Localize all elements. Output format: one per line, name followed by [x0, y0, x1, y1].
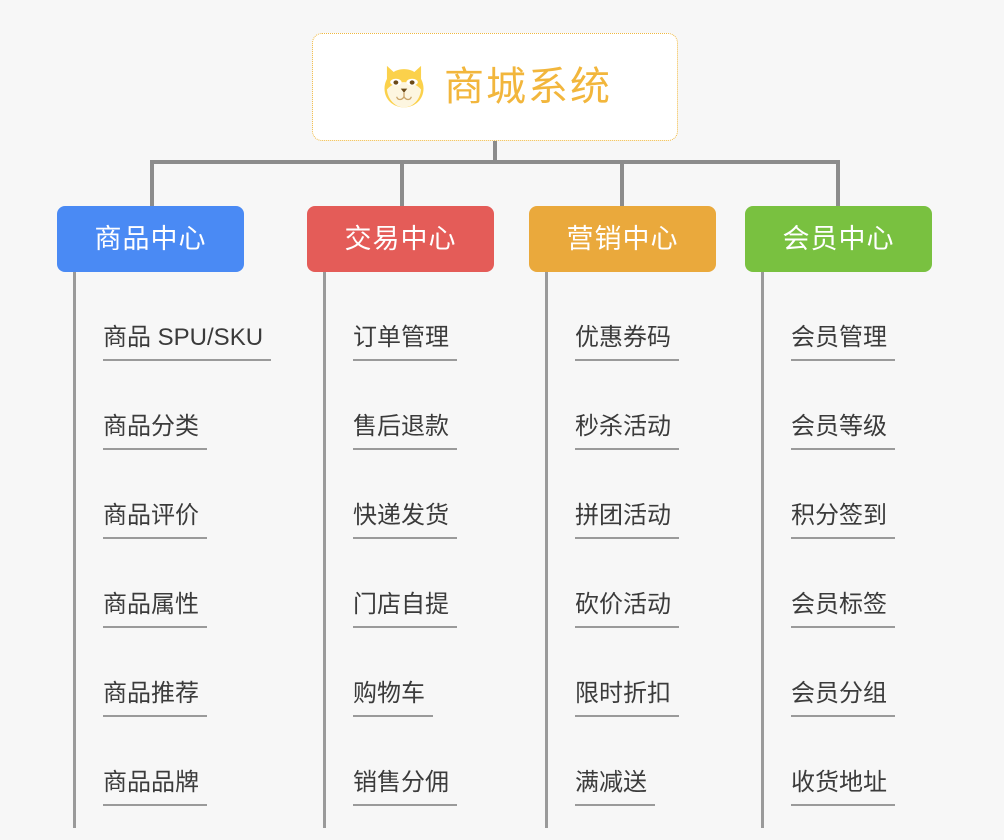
root-node[interactable]: 商城系统	[312, 33, 678, 141]
leaf-item[interactable]: 优惠券码	[529, 272, 751, 361]
leaf-label: 商品推荐	[103, 679, 207, 717]
leaf-item[interactable]: 会员管理	[745, 272, 967, 361]
branch-header-label: 交易中心	[344, 223, 457, 254]
connector-horizontal-bus	[150, 160, 840, 164]
leaf-label: 积分签到	[791, 501, 895, 539]
leaf-item[interactable]: 砍价活动	[529, 539, 751, 628]
leaf-item[interactable]: 订单管理	[307, 272, 529, 361]
branch-column-member-center: 会员中心 会员管理 会员等级 积分签到 会员标签 会员分组 收货地址	[745, 206, 967, 828]
branch-header-product-center[interactable]: 商品中心	[57, 206, 244, 272]
connector-drop-4	[836, 160, 840, 208]
leaf-label: 会员等级	[791, 412, 895, 450]
leaf-list: 商品 SPU/SKU 商品分类 商品评价 商品属性 商品推荐 商品品牌	[57, 272, 307, 806]
branch-trunk	[323, 272, 326, 828]
connector-drop-2	[400, 160, 404, 208]
leaf-item[interactable]: 商品属性	[57, 539, 307, 628]
shiba-dog-face-icon	[384, 65, 424, 108]
leaf-label: 商品 SPU/SKU	[103, 323, 272, 361]
leaf-item[interactable]: 商品 SPU/SKU	[57, 272, 307, 361]
leaf-item[interactable]: 购物车	[307, 628, 529, 717]
leaf-item[interactable]: 商品推荐	[57, 628, 307, 717]
leaf-label: 会员分组	[791, 679, 895, 717]
branch-trunk	[73, 272, 76, 828]
leaf-label: 商品属性	[103, 590, 207, 628]
leaf-label: 砍价活动	[575, 590, 679, 628]
leaf-label: 商品评价	[103, 501, 207, 539]
leaf-label: 秒杀活动	[575, 412, 679, 450]
leaf-label: 收货地址	[791, 768, 895, 806]
branch-header-trade-center[interactable]: 交易中心	[307, 206, 494, 272]
leaf-label: 商品品牌	[103, 768, 207, 806]
leaf-label: 商品分类	[103, 412, 207, 450]
branch-header-label: 会员中心	[782, 223, 895, 254]
leaf-item[interactable]: 满减送	[529, 717, 751, 806]
leaf-list: 会员管理 会员等级 积分签到 会员标签 会员分组 收货地址	[745, 272, 967, 806]
leaf-label: 订单管理	[353, 323, 457, 361]
leaf-item[interactable]: 会员等级	[745, 361, 967, 450]
branch-header-label: 商品中心	[94, 223, 207, 254]
leaf-label: 限时折扣	[575, 679, 679, 717]
branch-trunk	[761, 272, 764, 828]
leaf-item[interactable]: 快递发货	[307, 450, 529, 539]
leaf-list: 订单管理 售后退款 快递发货 门店自提 购物车 销售分佣	[307, 272, 529, 806]
leaf-label: 优惠券码	[575, 323, 679, 361]
root-title: 商城系统	[444, 65, 612, 109]
branch-header-member-center[interactable]: 会员中心	[745, 206, 932, 272]
leaf-item[interactable]: 拼团活动	[529, 450, 751, 539]
branch-column-product-center: 商品中心 商品 SPU/SKU 商品分类 商品评价 商品属性 商品推荐 商品品牌	[57, 206, 307, 828]
leaf-item[interactable]: 售后退款	[307, 361, 529, 450]
leaf-list: 优惠券码 秒杀活动 拼团活动 砍价活动 限时折扣 满减送	[529, 272, 751, 806]
leaf-label: 会员标签	[791, 590, 895, 628]
leaf-label: 拼团活动	[575, 501, 679, 539]
leaf-item[interactable]: 会员标签	[745, 539, 967, 628]
connector-drop-3	[620, 160, 624, 208]
leaf-label: 售后退款	[353, 412, 457, 450]
leaf-item[interactable]: 商品分类	[57, 361, 307, 450]
connector-drop-1	[150, 160, 154, 208]
branch-header-label: 营销中心	[566, 223, 679, 254]
leaf-label: 购物车	[353, 679, 433, 717]
branch-header-marketing-center[interactable]: 营销中心	[529, 206, 716, 272]
branch-column-trade-center: 交易中心 订单管理 售后退款 快递发货 门店自提 购物车 销售分佣	[307, 206, 529, 828]
leaf-item[interactable]: 积分签到	[745, 450, 967, 539]
leaf-item[interactable]: 商品评价	[57, 450, 307, 539]
leaf-item[interactable]: 商品品牌	[57, 717, 307, 806]
leaf-label: 门店自提	[353, 590, 457, 628]
leaf-item[interactable]: 秒杀活动	[529, 361, 751, 450]
leaf-item[interactable]: 销售分佣	[307, 717, 529, 806]
leaf-label: 会员管理	[791, 323, 895, 361]
branch-column-marketing-center: 营销中心 优惠券码 秒杀活动 拼团活动 砍价活动 限时折扣 满减送	[529, 206, 751, 828]
leaf-item[interactable]: 门店自提	[307, 539, 529, 628]
leaf-label: 满减送	[575, 768, 655, 806]
leaf-item[interactable]: 收货地址	[745, 717, 967, 806]
branch-trunk	[545, 272, 548, 828]
leaf-label: 快递发货	[353, 501, 457, 539]
leaf-item[interactable]: 限时折扣	[529, 628, 751, 717]
connector-root-stem	[493, 141, 497, 163]
leaf-label: 销售分佣	[353, 768, 457, 806]
leaf-item[interactable]: 会员分组	[745, 628, 967, 717]
